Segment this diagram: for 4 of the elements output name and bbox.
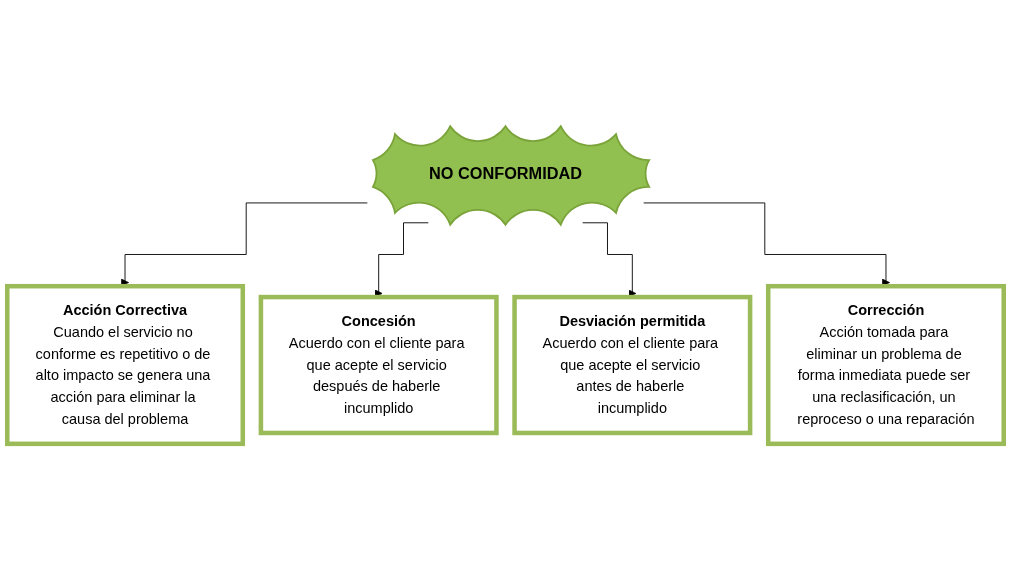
node-box: Desviación permitida Acuerdo con el cliente para que acepte el servicio antes de haberle incumplido: [512, 295, 753, 436]
node-box: Concesión Acuerdo con el cliente para que acepte el servicio después de haberle incumplido: [258, 295, 499, 436]
node-box: Corrección Acción tomada para eliminar un problema de forma inmediata puede ser una reclasificación, un reproceso o una reparación: [765, 284, 1006, 447]
node-box: Acción Correctiva Cuando el servicio no conforme es repetitivo o de alto impacto se genera una acción para eliminar la causa del problema: [5, 284, 246, 447]
